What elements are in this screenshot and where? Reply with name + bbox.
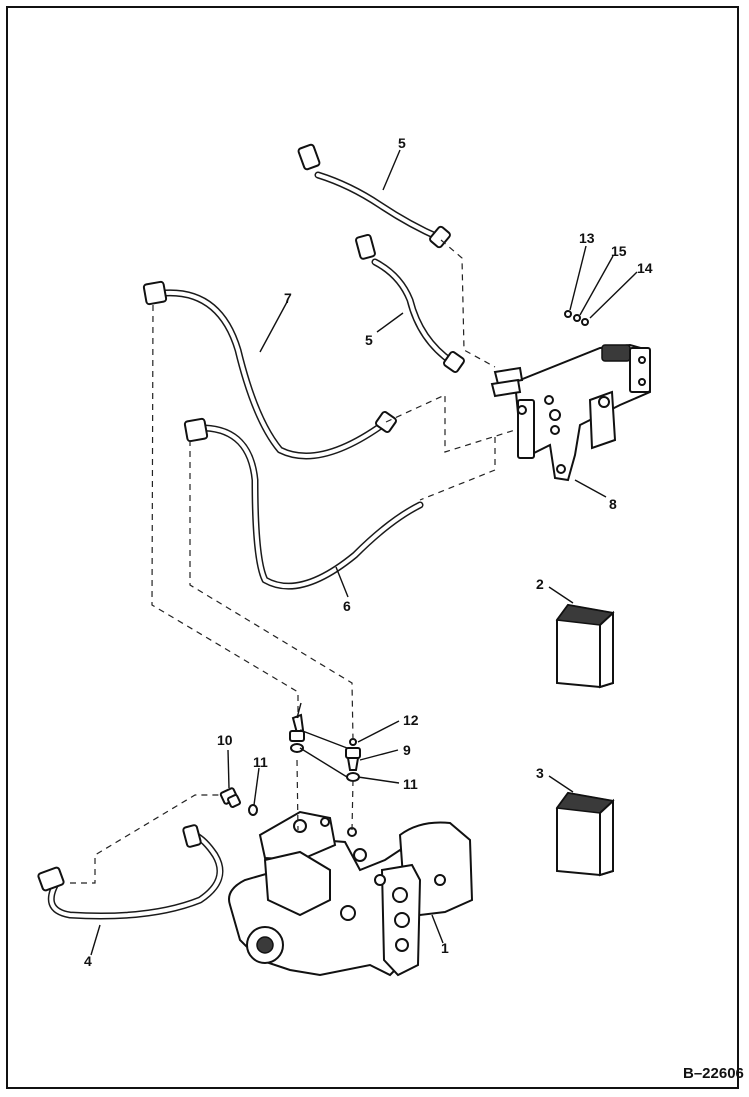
callout-13: 13 [579,230,595,246]
valve-bracket-assembly-8 [490,343,652,482]
callout-1: 1 [441,940,449,956]
hose-4 [37,824,224,920]
figure-reference-number: B–22606 [683,1065,744,1082]
hose-6 [183,417,424,590]
callout-11-right: 11 [403,776,418,792]
callout-6: 6 [343,598,351,614]
filter-element-3 [555,791,615,877]
callout-7: 7 [284,290,292,306]
callout-9: 9 [403,742,411,758]
fitting-10 [219,787,241,808]
hose-5-upper [297,143,451,249]
callout-3: 3 [536,765,544,781]
leader-lines [90,149,638,956]
small-fittings-13-15-14 [564,310,589,326]
callout-2: 2 [536,576,544,592]
hose-5-lower [355,233,465,373]
filter-element-2 [555,603,615,689]
callout-8: 8 [609,496,617,512]
hydrostatic-pump-1 [228,810,474,977]
hose-7 [142,280,397,460]
o-ring-11 [248,804,258,816]
callout-5-lower: 5 [365,332,373,348]
callout-15: 15 [611,243,627,259]
fitting-right-column [345,738,361,782]
callout-11-left: 11 [253,754,268,770]
drawing-border [6,6,739,1089]
fitting-left-column [289,713,305,753]
callout-4: 4 [84,953,92,969]
callout-5-upper: 5 [398,135,406,151]
callout-12: 12 [403,712,419,728]
callout-14: 14 [637,260,653,276]
connection-dashes [70,239,516,884]
callout-10: 10 [217,732,233,748]
